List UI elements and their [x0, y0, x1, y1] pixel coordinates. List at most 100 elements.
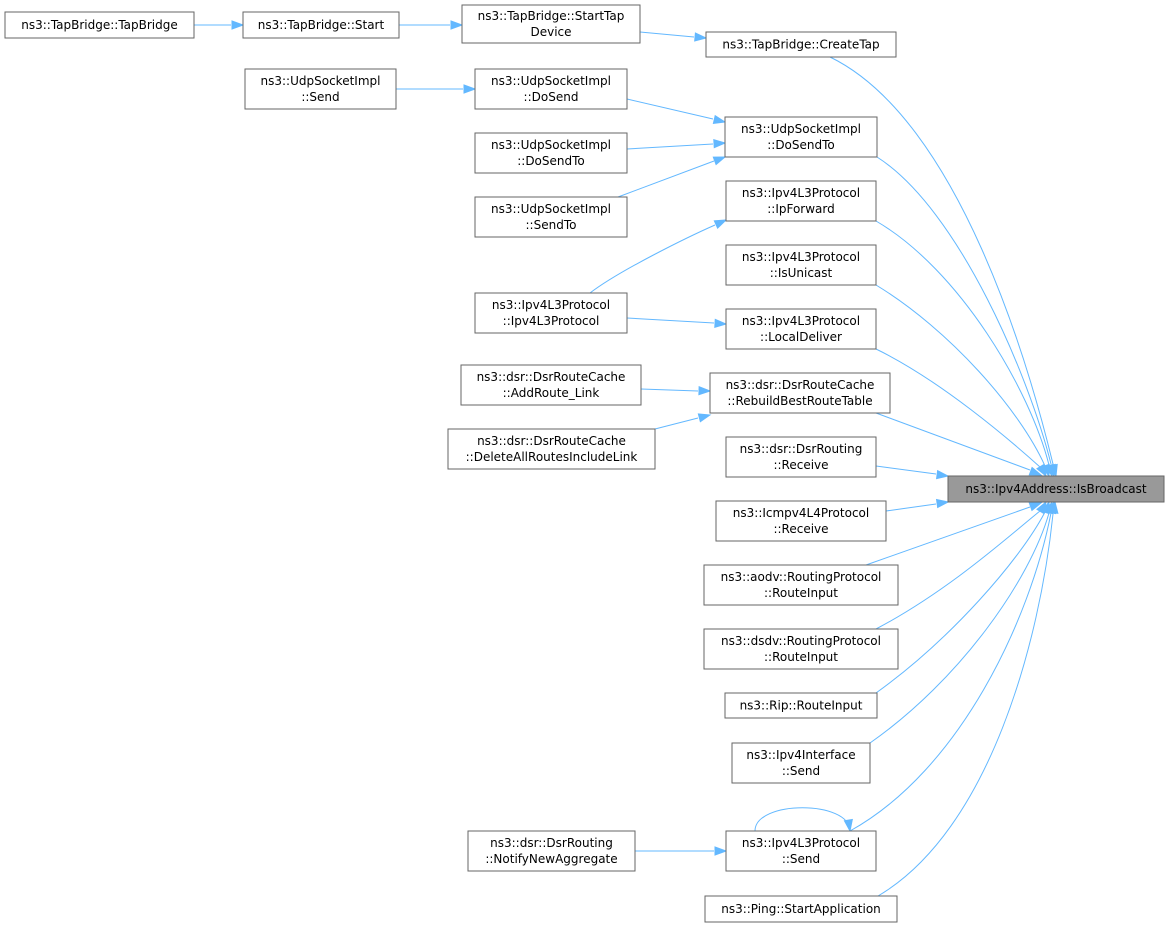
node-box[interactable]	[725, 244, 877, 286]
edge-udp_dosendto_l-to-udp_dosendto	[626, 138, 727, 150]
node-tb-start[interactable]: ns3::TapBridge::Start	[242, 11, 400, 39]
node-tb-createtap[interactable]: ns3::TapBridge::CreateTap	[705, 31, 897, 58]
node-label-line: ns3::TapBridge::TapBridge	[21, 18, 178, 32]
node-box[interactable]	[474, 292, 628, 334]
node-label-line: ::Receive	[773, 522, 828, 536]
edge-line	[639, 31, 695, 38]
arrowhead-icon	[713, 138, 727, 149]
arrowhead-icon	[694, 32, 708, 42]
edge-tb_start-to-tb_starttap	[399, 20, 464, 30]
node-ipv4-ctor[interactable]: ns3::Ipv4L3Protocol::Ipv4L3Protocol	[474, 292, 628, 334]
node-dsr-receive[interactable]: ns3::dsr::DsrRouting::Receive	[725, 436, 877, 478]
node-ping-start[interactable]: ns3::Ping::StartApplication	[704, 895, 898, 923]
edge-udp_dosend-to-udp_dosendto	[626, 98, 727, 125]
arrowhead-icon	[935, 498, 950, 509]
node-label-line: ::Send	[782, 764, 820, 778]
node-ipv4-send[interactable]: ns3::Ipv4L3Protocol::Send	[725, 830, 877, 872]
node-box[interactable]	[725, 180, 877, 222]
node-box[interactable]	[461, 4, 641, 44]
node-udp-sendto[interactable]: ns3::UdpSocketImpl::SendTo	[474, 196, 628, 238]
node-box[interactable]	[703, 564, 899, 606]
node-box[interactable]	[460, 364, 642, 406]
node-dsr-rebuild[interactable]: ns3::dsr::DsrRouteCache::RebuildBestRout…	[709, 372, 891, 414]
node-box[interactable]	[725, 308, 877, 350]
edge-line	[875, 220, 1050, 466]
node-box[interactable]	[703, 628, 899, 670]
edge-dsdv_routeinput-to-isbroadcast	[875, 500, 1047, 630]
edge-icmp_receive-to-isbroadcast	[885, 498, 950, 512]
arrowhead-icon	[714, 318, 728, 329]
edge-line	[865, 506, 1031, 566]
node-ipv4-isunicast[interactable]: ns3::Ipv4L3Protocol::IsUnicast	[725, 244, 877, 286]
arrowhead-icon	[935, 469, 950, 480]
edge-line	[626, 143, 714, 150]
node-box[interactable]	[704, 895, 898, 923]
node-box[interactable]	[705, 31, 897, 58]
node-box[interactable]	[709, 372, 891, 414]
node-box[interactable]	[474, 196, 628, 238]
node-dsr-notify[interactable]: ns3::dsr::DsrRouting::NotifyNewAggregate	[467, 830, 636, 872]
node-box[interactable]	[4, 11, 195, 39]
node-box[interactable]	[447, 428, 656, 470]
edge-line	[849, 512, 1052, 832]
node-box[interactable]	[725, 830, 877, 872]
node-label-line: ns3::Ipv4L3Protocol	[742, 836, 860, 850]
node-box[interactable]	[947, 475, 1165, 503]
node-label-line: ::RebuildBestRouteTable	[727, 394, 872, 408]
arrowhead-icon	[843, 818, 853, 833]
arrowhead-icon	[712, 156, 727, 166]
node-box[interactable]	[725, 436, 877, 478]
node-label-line: ns3::dsr::DsrRouting	[490, 836, 613, 850]
node-label-line: ::RouteInput	[764, 650, 838, 664]
node-aodv-routeinput[interactable]: ns3::aodv::RoutingProtocol::RouteInput	[703, 564, 899, 606]
edge-line	[876, 156, 1052, 465]
node-label-line: ::DoSendTo	[767, 138, 835, 152]
node-icmp-receive[interactable]: ns3::Icmpv4L4Protocol::Receive	[715, 500, 887, 542]
node-box[interactable]	[731, 742, 871, 784]
node-label-line: ns3::UdpSocketImpl	[491, 202, 611, 216]
edge-line	[654, 417, 699, 430]
node-label-line: ns3::dsr::DsrRouteCache	[477, 370, 626, 384]
node-udp-send[interactable]: ns3::UdpSocketImpl::Send	[244, 68, 397, 110]
edge-tb_starttap-to-tb_createtap	[639, 31, 708, 42]
node-label-line: ::Send	[782, 852, 820, 866]
node-label-line: ns3::dsr::DsrRouting	[740, 442, 863, 456]
node-dsr-deleteall[interactable]: ns3::dsr::DsrRouteCache::DeleteAllRoutes…	[447, 428, 656, 470]
edge-dsr_addroute-to-dsr_rebuild	[640, 385, 712, 396]
node-label-line: ::DoSendTo	[517, 154, 585, 168]
node-tb-ctor[interactable]: ns3::TapBridge::TapBridge	[4, 11, 195, 39]
edge-ipv4_localdeliver-to-isbroadcast	[875, 348, 1047, 478]
node-ipv4-localdeliver[interactable]: ns3::Ipv4L3Protocol::LocalDeliver	[725, 308, 877, 350]
node-ipv4-ipforward[interactable]: ns3::Ipv4L3Protocol::IpForward	[725, 180, 877, 222]
node-box[interactable]	[242, 11, 400, 39]
node-label-line: ::DoSend	[524, 90, 579, 104]
edge-ipv4_send-to-ipv4_send	[754, 807, 853, 833]
edge-line	[885, 503, 937, 512]
node-box[interactable]	[474, 68, 628, 110]
node-box[interactable]	[724, 692, 878, 719]
node-box[interactable]	[715, 500, 887, 542]
node-ipv4if-send[interactable]: ns3::Ipv4Interface::Send	[731, 742, 871, 784]
node-label-line: ns3::dsdv::RoutingProtocol	[721, 634, 881, 648]
node-udp-dosendto-l[interactable]: ns3::UdpSocketImpl::DoSendTo	[474, 132, 628, 174]
node-rip-routeinput[interactable]: ns3::Rip::RouteInput	[724, 692, 878, 719]
node-label-line: ns3::Rip::RouteInput	[740, 699, 863, 713]
arrowhead-icon	[1049, 500, 1059, 514]
node-label-line: ns3::dsr::DsrRouteCache	[477, 434, 626, 448]
node-box[interactable]	[467, 830, 636, 872]
node-udp-dosendto[interactable]: ns3::UdpSocketImpl::DoSendTo	[724, 116, 878, 158]
edge-line	[829, 56, 1054, 465]
node-dsr-addroute[interactable]: ns3::dsr::DsrRouteCache::AddRoute_Link	[460, 364, 642, 406]
node-box[interactable]	[724, 116, 878, 158]
arrowhead-icon	[697, 413, 712, 423]
node-udp-dosend[interactable]: ns3::UdpSocketImpl::DoSend	[474, 68, 628, 110]
node-box[interactable]	[244, 68, 397, 110]
node-isbroadcast[interactable]: ns3::Ipv4Address::IsBroadcast	[947, 475, 1165, 503]
edge-line	[875, 465, 937, 475]
node-dsdv-routeinput[interactable]: ns3::dsdv::RoutingProtocol::RouteInput	[703, 628, 899, 670]
edge-line	[589, 224, 716, 294]
node-box[interactable]	[474, 132, 628, 174]
node-label-line: ns3::Ipv4L3Protocol	[742, 250, 860, 264]
edge-ping_start-to-isbroadcast	[877, 500, 1059, 897]
